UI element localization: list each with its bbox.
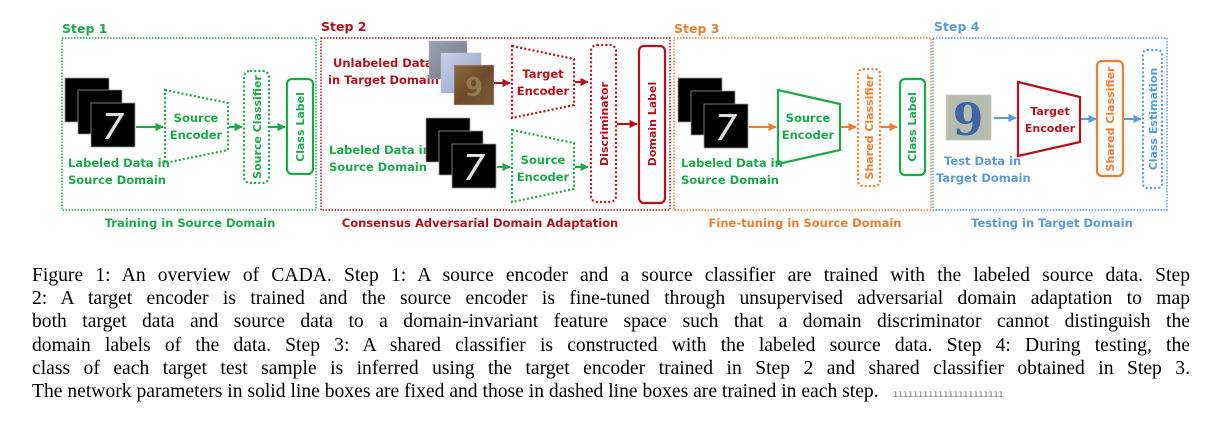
- step1-subtitle: Training in Source Domain: [105, 216, 276, 230]
- encoder-label-line1: Target: [1030, 105, 1070, 118]
- step3-class-label: Class Label: [898, 77, 927, 177]
- cada-overview-diagram: Step 1 7 Labeled Data in Source Domain S…: [61, 19, 1168, 230]
- step3-source-encoder: Source Encoder: [776, 88, 842, 166]
- step1-title: Step 1: [62, 21, 107, 36]
- caption-line: Figure 1: An overview of CADA. Step 1: A…: [32, 265, 1190, 286]
- watermark: ıııııııııııııııııııııı: [892, 389, 1004, 401]
- mnist-digit: 7: [463, 148, 486, 189]
- step1-frame: [61, 37, 317, 211]
- step2-source-input-label-line2: Source Domain: [329, 160, 427, 174]
- mnist-image-stack: 7: [677, 77, 749, 149]
- step2-discriminator: Discriminator: [589, 43, 618, 204]
- step1-input-label-line1: Labeled Data in: [68, 156, 170, 170]
- encoder-label-line2: Encoder: [517, 84, 570, 98]
- encoder-label-line2: Encoder: [170, 128, 223, 142]
- classifier-label: Shared Classifier: [1104, 66, 1117, 172]
- encoder-label-line1: Source: [521, 153, 566, 167]
- encoder-label-line1: Source: [786, 111, 831, 125]
- discriminator-label: Discriminator: [598, 81, 611, 165]
- step2-target-input-label-line1: Unlabeled Data: [333, 56, 433, 70]
- step2-target-encoder: Target Encoder: [510, 44, 576, 120]
- output-label: Class Label: [906, 92, 919, 162]
- mnist-image-stack: 7: [64, 77, 136, 148]
- output-label: Class Label: [294, 92, 307, 162]
- step4-frame: [932, 37, 1168, 211]
- step4-panel: Step 4 9 Target Encoder Shared Classifie…: [932, 19, 1168, 230]
- encoder-label-line1: Target: [522, 67, 564, 81]
- step3-panel: Step 3 7 Labeled Data in Source Domain S…: [673, 21, 932, 230]
- step3-input-label-line1: Labeled Data in: [681, 156, 783, 170]
- figure-caption: Figure 1: An overview of CADA. Step 1: A…: [32, 264, 1190, 406]
- step4-input-label-line2: Target Domain: [936, 171, 1031, 185]
- svhn-image-stack: 9: [428, 40, 495, 106]
- step1-source-encoder: Source Encoder: [163, 88, 230, 165]
- step2-frame: [320, 37, 671, 211]
- step1-panel: Step 1 7 Labeled Data in Source Domain S…: [61, 21, 317, 230]
- step4-class-estimation: Class Estimation: [1141, 48, 1164, 190]
- step2-domain-label: Domain Label: [637, 44, 667, 205]
- encoder-label-line2: Encoder: [1025, 122, 1076, 135]
- encoder-label-line2: Encoder: [782, 128, 835, 142]
- step2-target-input-label-line2: in Target Domain: [328, 73, 439, 87]
- step1-source-classifier: Source Classifier: [242, 69, 271, 185]
- step3-input-label-line2: Source Domain: [681, 173, 779, 187]
- step2-source-encoder: Source Encoder: [510, 128, 576, 204]
- encoder-label-line1: Source: [174, 111, 219, 125]
- svhn-digit: 9: [953, 95, 984, 146]
- step1-class-label: Class Label: [285, 77, 315, 176]
- caption-line: both target data and source data to a do…: [32, 311, 1190, 333]
- encoder-label-line2: Encoder: [517, 170, 570, 184]
- mnist-image-stack: 7: [425, 117, 497, 189]
- caption-text: The network parameters in solid line box…: [32, 381, 879, 403]
- output-label: Class Estimation: [1147, 68, 1160, 171]
- svhn-test-image: 9: [945, 94, 992, 146]
- mnist-digit: 7: [715, 108, 738, 149]
- classifier-label: Source Classifier: [251, 75, 264, 179]
- output-label: Domain Label: [646, 82, 659, 167]
- step1-input-label-line2: Source Domain: [68, 173, 166, 187]
- caption-line-last: The network parameters in solid line box…: [32, 380, 1190, 406]
- step2-title: Step 2: [321, 19, 366, 34]
- caption-line: class of each target test sample is infe…: [32, 357, 1190, 379]
- step4-shared-classifier: Shared Classifier: [1095, 59, 1125, 178]
- step4-input-label-line1: Test Data in: [944, 154, 1021, 168]
- step2-panel: Step 2 Unlabeled Data in Target Domain 9…: [320, 19, 671, 230]
- step2-source-input-label-line1: Labeled Data in: [329, 143, 431, 157]
- mnist-digit: 7: [102, 107, 125, 148]
- classifier-label: Shared Classifier: [863, 74, 876, 180]
- svg-text:9: 9: [465, 73, 483, 103]
- step3-shared-classifier: Shared Classifier: [856, 67, 882, 188]
- step4-subtitle: Testing in Target Domain: [971, 216, 1133, 230]
- step4-title: Step 4: [934, 19, 980, 34]
- caption-line: 2: A target encoder is trained and the s…: [32, 288, 1190, 310]
- step3-subtitle: Fine-tuning in Source Domain: [709, 216, 902, 230]
- step4-target-encoder: Target Encoder: [1016, 80, 1082, 158]
- step3-frame: [673, 37, 932, 211]
- caption-line: domain labels of the data. Step 3: A sha…: [32, 334, 1190, 356]
- step2-subtitle: Consensus Adversarial Domain Adaptation: [342, 216, 619, 230]
- step3-title: Step 3: [674, 21, 719, 36]
